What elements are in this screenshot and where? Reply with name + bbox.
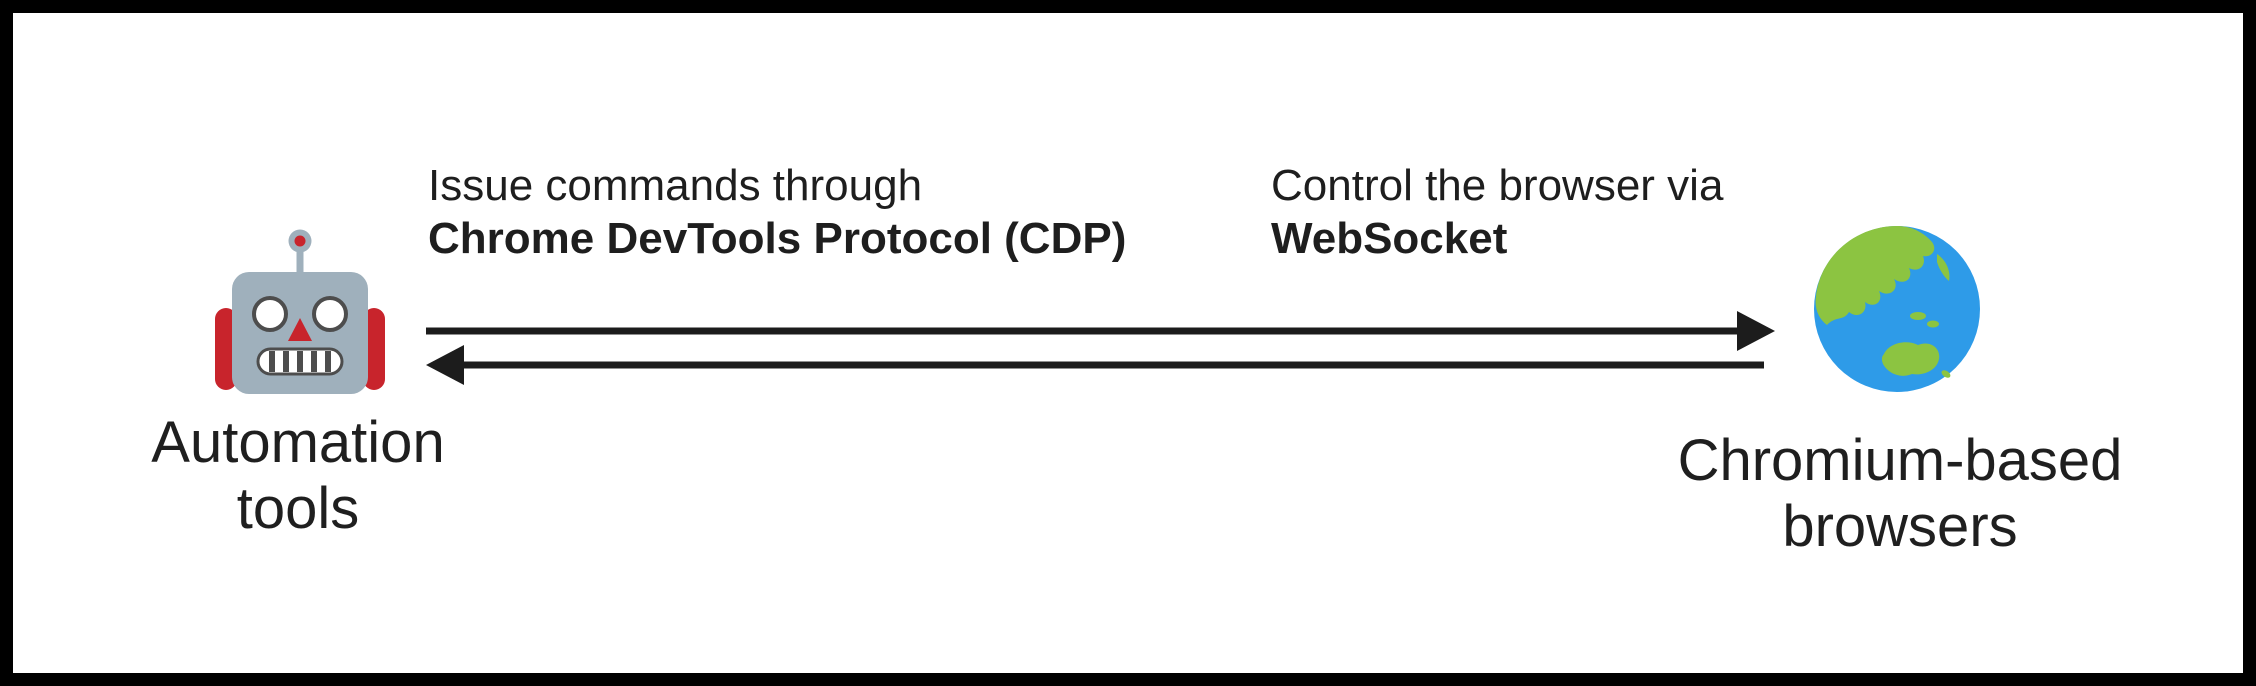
cdp-annotation: Issue commands through Chrome DevTools P… (428, 159, 1126, 265)
cdp-annotation-line2: Chrome DevTools Protocol (CDP) (428, 214, 1127, 263)
automation-tools-label-line2: tools (236, 476, 360, 541)
websocket-annotation: Control the browser via WebSocket (1271, 159, 1723, 265)
arrow-left-icon (426, 345, 1764, 385)
automation-tools-label-line1: Automation (151, 410, 445, 475)
cdp-annotation-line1: Issue commands through (428, 161, 923, 210)
globe-asia-icon (1814, 226, 1980, 392)
websocket-annotation-line2: WebSocket (1271, 214, 1508, 263)
arrow-right-icon (426, 311, 1775, 351)
websocket-annotation-line1: Control the browser via (1271, 161, 1724, 210)
chromium-browsers-label-line1: Chromium-based (1677, 428, 2123, 493)
chromium-browsers-label: Chromium-based browsers (1650, 428, 2150, 560)
chromium-browsers-label-line2: browsers (1782, 494, 2018, 559)
automation-tools-label: Automation tools (88, 410, 508, 542)
robot-icon (215, 229, 385, 394)
